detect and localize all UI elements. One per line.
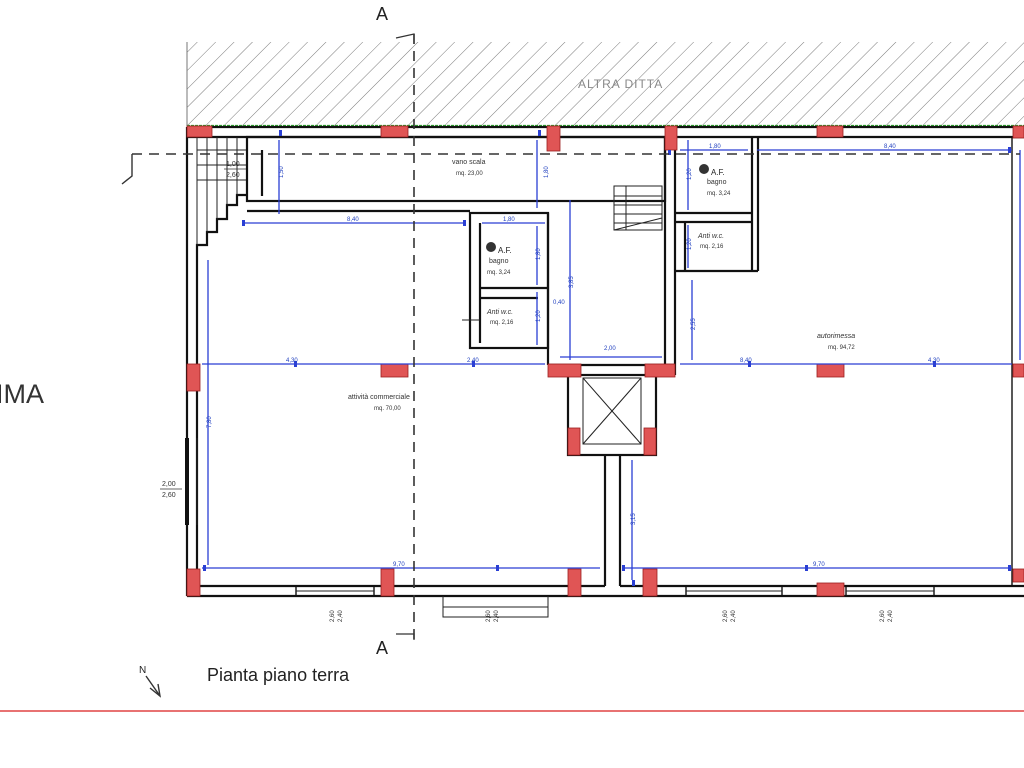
- garage-room-area: mq. 94,72: [828, 345, 855, 351]
- pillar: [380, 125, 409, 138]
- pillar: [1012, 568, 1024, 583]
- door-b1-b: 2,40: [338, 610, 344, 622]
- door-b2-a: 2,60: [486, 610, 492, 622]
- window-mid-bottom: 2,60: [162, 492, 176, 499]
- dimension-lines: [202, 140, 1021, 580]
- neighbour-hatch-area: [187, 42, 1024, 126]
- dim-core-height: 3,85: [569, 276, 575, 288]
- anti-left-area: mq. 2,16: [490, 320, 514, 326]
- pillar: [547, 363, 582, 378]
- dim-corridor-height: 3,15: [631, 513, 637, 525]
- pillar: [816, 582, 845, 597]
- pillar: [816, 363, 845, 378]
- bath-right-area: mq. 3,24: [707, 191, 731, 197]
- pillar: [644, 363, 676, 378]
- pillar: [567, 427, 581, 456]
- anti-left-name: Anti w.c.: [486, 309, 513, 316]
- pillar: [1012, 363, 1024, 378]
- stair-room-area: mq. 23,00: [456, 171, 483, 177]
- window-mid-top: 2,00: [162, 481, 176, 488]
- dim-stair-gap: 2,00: [604, 346, 616, 352]
- dim-stair-height-2: 1,80: [544, 166, 550, 178]
- stair-room-name: vano scala: [452, 159, 486, 166]
- section-line-a: [395, 33, 415, 640]
- door-b4-a: 2,60: [880, 610, 886, 622]
- pillar: [567, 568, 582, 597]
- section-label-top: A: [376, 4, 388, 24]
- dim-mid-centre: 2,40: [467, 358, 479, 364]
- pillar: [1012, 125, 1024, 139]
- section-axis-horizontal: [121, 153, 1020, 185]
- left-edge-text: IMA: [0, 379, 44, 409]
- pillar: [643, 427, 657, 456]
- bath-left-name: A.F.: [498, 246, 512, 255]
- dim-garage-bottom: 9,70: [813, 562, 825, 568]
- bath-right-name2: bagno: [707, 179, 727, 186]
- pillar: [380, 568, 395, 597]
- north-arrow-icon: [145, 675, 161, 698]
- bath-left-fixture: [486, 242, 496, 252]
- lift-core: [546, 213, 675, 586]
- shop-room-name: attività commerciale: [348, 394, 410, 401]
- door-b4-b: 2,40: [888, 610, 894, 622]
- dim-top-right: 8,40: [884, 144, 896, 150]
- dim-right-bath-height: 1,20: [687, 168, 693, 180]
- dim-right-anti-height: 1,20: [687, 238, 693, 250]
- structural-pillars: [186, 125, 1024, 597]
- window-left-top: 1,00: [226, 161, 240, 168]
- door-b2-b: 2,40: [494, 610, 500, 622]
- pillar: [186, 125, 213, 138]
- dim-gap: 0,40: [553, 300, 565, 306]
- garage-room-name: autorimessa: [817, 333, 855, 340]
- north-label: N: [139, 665, 146, 676]
- vano-scala-walls: [245, 135, 677, 375]
- door-b3-b: 2,40: [731, 610, 737, 622]
- dim-left-bath-width: 1,80: [503, 217, 515, 223]
- pillar: [642, 568, 658, 597]
- dim-mid-right-1: 8,40: [740, 358, 752, 364]
- bath-right-fixture: [699, 164, 709, 174]
- anti-right-name: Anti w.c.: [697, 233, 724, 240]
- dim-bath-height-2: 1,20: [536, 310, 542, 322]
- bath-right-name: A.F.: [711, 168, 725, 177]
- drawing-title: Pianta piano terra: [207, 665, 350, 685]
- dim-shop-bottom: 9,70: [393, 562, 405, 568]
- section-label-bottom: A: [376, 638, 388, 658]
- pillar: [186, 363, 201, 392]
- dim-mid-left: 4,30: [286, 358, 298, 364]
- bath-right-walls: [675, 137, 760, 273]
- dim-shop-top: 8,40: [347, 217, 359, 223]
- door-b1-a: 2,60: [330, 610, 336, 622]
- pillar: [186, 568, 201, 597]
- shop-room-area: mq. 70,00: [374, 406, 401, 412]
- dim-mid-right-2: 4,30: [928, 358, 940, 364]
- dim-garage-height: 2,55: [691, 318, 697, 330]
- pillar: [380, 363, 409, 378]
- stair-flight: [613, 185, 663, 231]
- pillar: [816, 125, 844, 138]
- dim-stair-height: 1,50: [279, 166, 285, 178]
- bath-left-name2: bagno: [489, 258, 509, 265]
- left-stair-steps: [195, 137, 247, 255]
- dim-right-bath-width: 1,80: [709, 144, 721, 150]
- dimension-ticks: [203, 130, 1011, 586]
- pillar: [546, 125, 561, 152]
- neighbour-label: ALTRA DITTA: [578, 77, 663, 91]
- bath-left-area: mq. 3,24: [487, 270, 511, 276]
- bottom-openings: [185, 438, 935, 618]
- window-left-bottom: 2,60: [226, 172, 240, 179]
- bath-left-walls: [462, 211, 550, 350]
- anti-right-area: mq. 2,16: [700, 244, 724, 250]
- pillar: [664, 125, 678, 151]
- dim-bath-height: 1,80: [536, 248, 542, 260]
- door-b3-a: 2,60: [723, 610, 729, 622]
- dim-left-height: 7,80: [207, 416, 213, 428]
